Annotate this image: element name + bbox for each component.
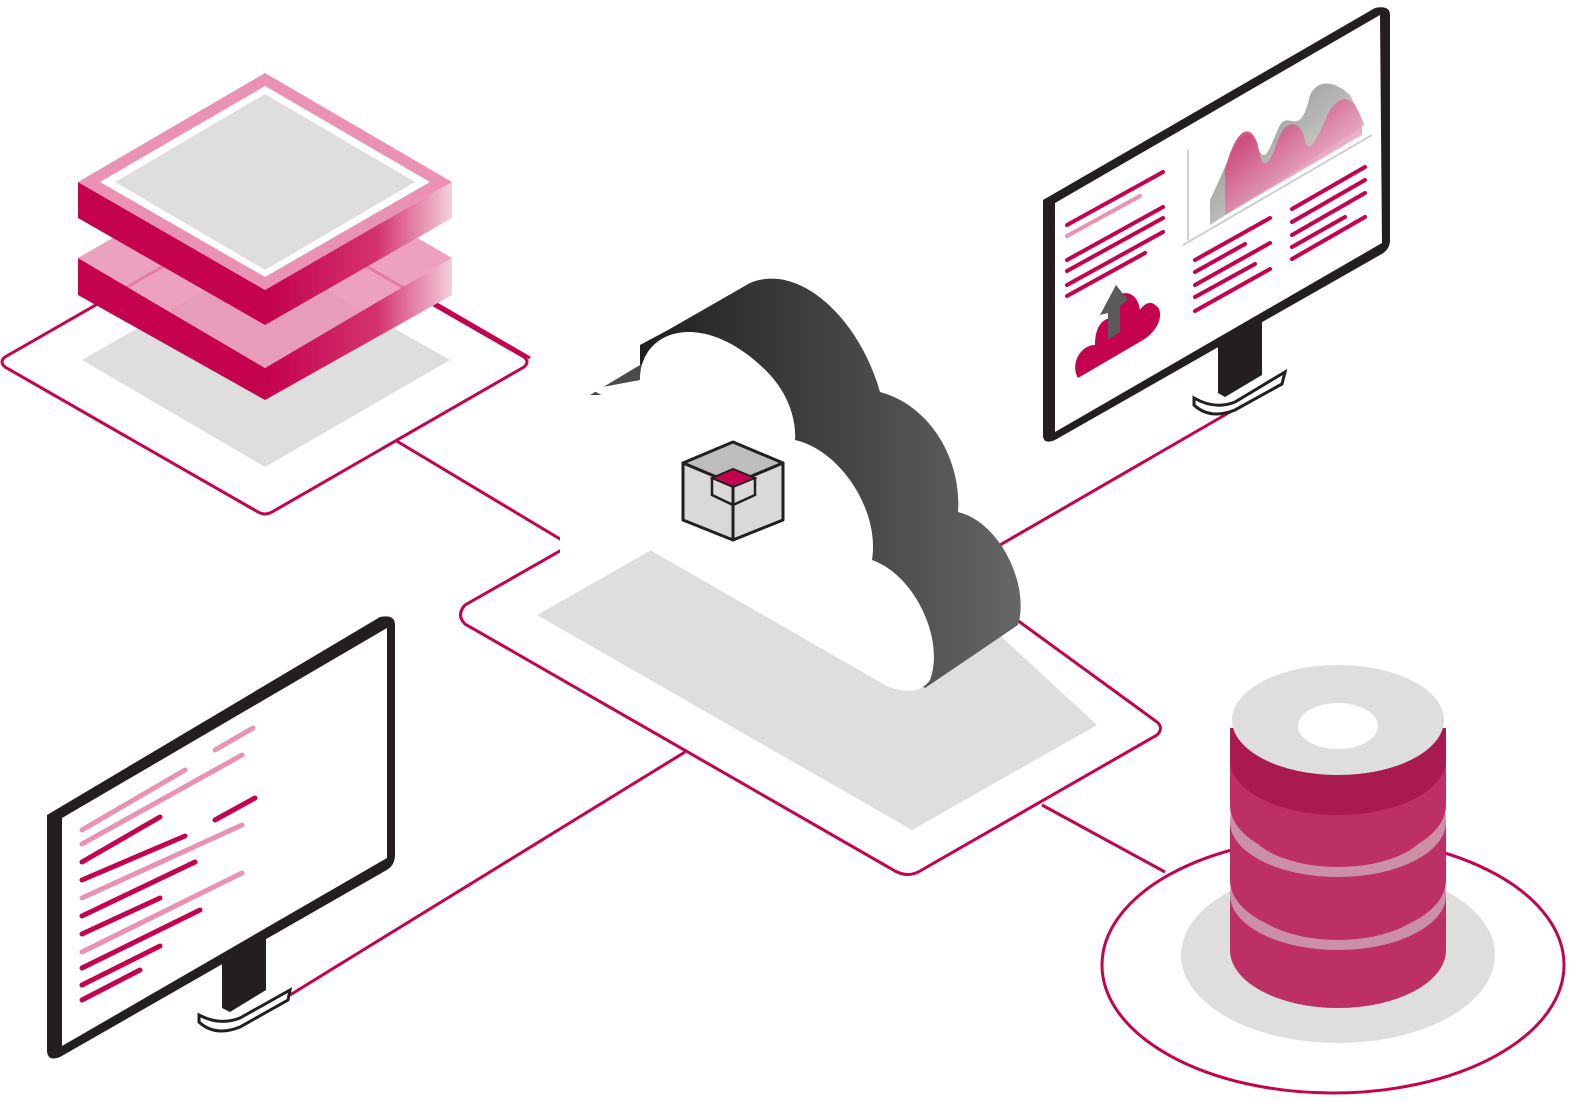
text-line <box>1290 215 1367 261</box>
upload-arrow <box>1100 285 1128 340</box>
code-line <box>79 895 163 937</box>
code-line <box>79 814 163 865</box>
code-monitor <box>47 616 395 1059</box>
text-line <box>1193 241 1272 287</box>
db-disk-top-hole <box>1298 703 1378 749</box>
code-monitor-screen <box>62 628 387 1046</box>
text-line <box>1065 230 1165 287</box>
database-cylinder-icon <box>1230 665 1446 1008</box>
text-line <box>1065 170 1165 227</box>
text-line <box>1193 262 1257 299</box>
container-cube-icon <box>681 440 785 542</box>
text-line <box>1065 216 1165 273</box>
text-line <box>1290 215 1347 249</box>
text-line <box>1193 242 1247 274</box>
server-slab-lower-right <box>265 258 452 400</box>
connector-cloud-analytics <box>999 410 1231 547</box>
analytics-monitor-base <box>1192 368 1288 416</box>
code-line <box>79 907 203 971</box>
code-line <box>79 822 245 901</box>
cloud-hub <box>459 278 1162 876</box>
text-line <box>1290 191 1367 237</box>
code-line <box>79 943 163 988</box>
code-line <box>212 795 258 823</box>
text-line <box>1065 194 1142 238</box>
code-line <box>79 967 143 1003</box>
text-line <box>1193 267 1272 313</box>
db-glass-shell <box>1230 760 1446 1008</box>
text-line <box>1193 216 1272 262</box>
cloud-cutout <box>560 395 612 580</box>
code-line <box>79 859 198 919</box>
text-line <box>1065 205 1165 262</box>
code-line <box>79 752 245 847</box>
server-stack <box>0 73 529 516</box>
code-line <box>79 767 188 833</box>
connections <box>289 298 1231 997</box>
connector-cloud-server <box>394 438 576 550</box>
cloud-upload-shape <box>1075 293 1161 378</box>
code-monitor-base <box>197 987 293 1033</box>
analytics-monitor <box>1043 7 1390 442</box>
server-slab-lower-left <box>78 258 265 400</box>
database <box>1100 665 1566 1095</box>
analytics-text-lines-left <box>1065 170 1165 298</box>
code-line <box>79 833 188 883</box>
code-line <box>79 870 245 955</box>
text-line <box>1065 251 1147 298</box>
connector-cloud-code <box>289 750 686 997</box>
server-slab-upper-screen <box>115 94 415 270</box>
text-line <box>1290 178 1367 224</box>
analytics-text-lines-right <box>1290 165 1367 261</box>
server-slab-upper-right <box>265 182 452 325</box>
connector-cloud-server-upper <box>429 298 531 360</box>
code-line <box>212 725 256 753</box>
area-chart-icon <box>1182 83 1373 246</box>
server-slab-upper-left <box>78 182 265 325</box>
code-lines <box>79 725 258 1003</box>
text-line <box>1290 165 1367 211</box>
cloud-upload-icon <box>1075 285 1161 378</box>
chart-axis-x <box>1182 134 1373 246</box>
analytics-text-lines-middle <box>1193 216 1272 313</box>
connector-cloud-database <box>1041 803 1166 874</box>
chart-area-front <box>1225 99 1362 215</box>
